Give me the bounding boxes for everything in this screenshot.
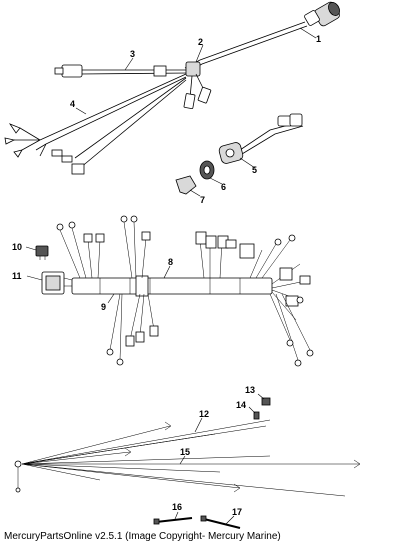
callout-12: 12 <box>199 409 209 419</box>
cable-tie-part-17 <box>200 515 241 529</box>
sensor-part-5 <box>218 113 304 164</box>
relay-part-11 <box>41 271 73 295</box>
callout-2: 2 <box>198 37 203 47</box>
round-connector-part-1 <box>304 1 340 27</box>
callout-16: 16 <box>172 502 182 512</box>
grommet-part-6 <box>199 160 215 180</box>
callout-14: 14 <box>236 400 246 410</box>
copyright-caption: MercuryPartsOnline v2.5.1 (Image Copyrig… <box>4 531 281 542</box>
callout-1: 1 <box>316 34 321 44</box>
callout-3: 3 <box>130 49 135 59</box>
callout-15: 15 <box>180 447 190 457</box>
clip-part-13 <box>261 397 271 406</box>
callout-6: 6 <box>221 182 226 192</box>
cap-part-7 <box>175 175 197 195</box>
wire-bundle-parts-12-15 <box>14 419 361 497</box>
fuse-part-10 <box>35 245 49 260</box>
main-harness-assembly <box>4 1 340 175</box>
callout-5: 5 <box>252 165 257 175</box>
cable-tie-part-16 <box>153 517 193 525</box>
callout-11: 11 <box>12 271 22 281</box>
engine-harness-part-8 <box>56 215 314 367</box>
callout-10: 10 <box>12 242 22 252</box>
callout-8: 8 <box>168 257 173 267</box>
callout-9: 9 <box>101 302 106 312</box>
callout-17: 17 <box>232 507 242 517</box>
callout-4: 4 <box>70 99 75 109</box>
terminal-part-14 <box>253 411 260 420</box>
callout-13: 13 <box>245 385 255 395</box>
callout-7: 7 <box>200 195 205 205</box>
